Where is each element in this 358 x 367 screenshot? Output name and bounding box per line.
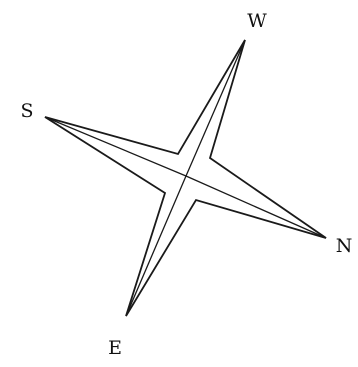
rib-east-point [126, 176, 186, 316]
rib-south-point [45, 117, 186, 176]
label-south: S [20, 100, 33, 122]
compass-star-ribs [45, 40, 326, 316]
rib-west-point [186, 40, 245, 176]
label-west: W [247, 10, 267, 32]
label-north: N [336, 235, 353, 257]
label-east: E [108, 337, 122, 359]
rib-north-point [186, 176, 326, 238]
